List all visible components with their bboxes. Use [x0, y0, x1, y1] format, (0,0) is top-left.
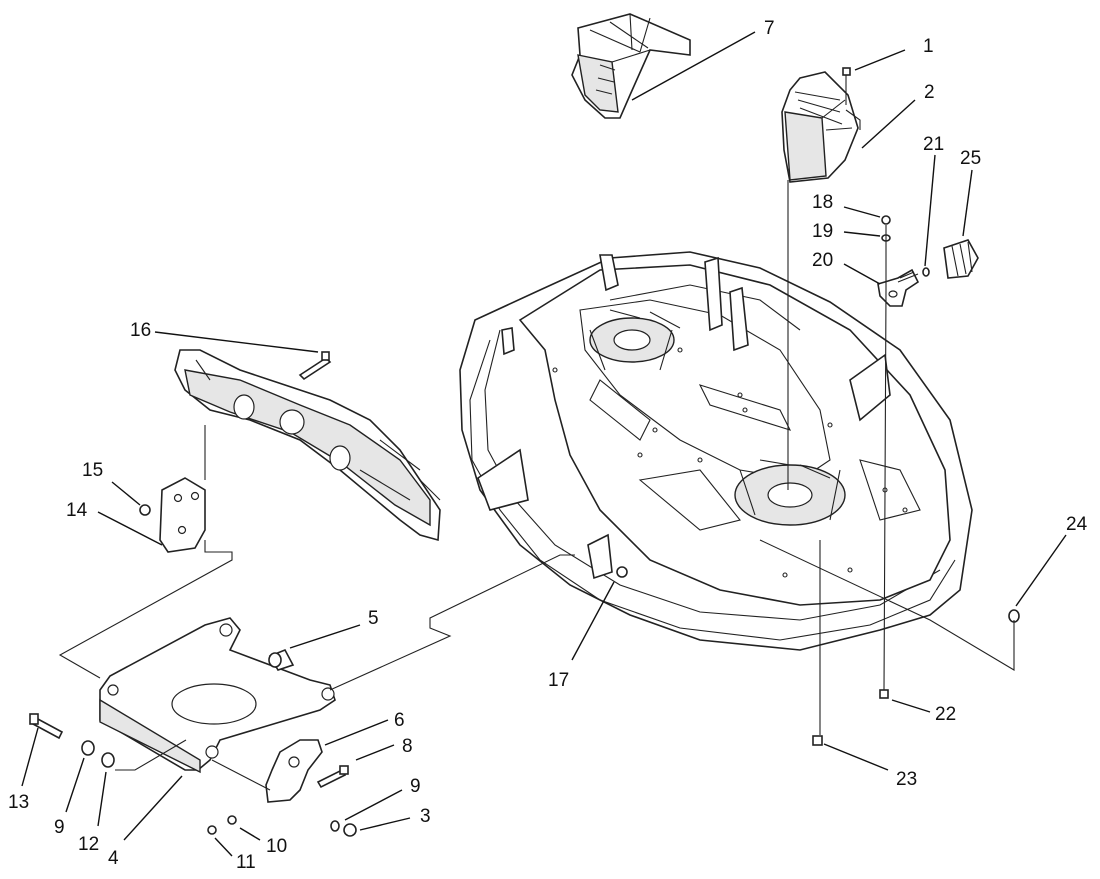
callout-leaders: [21, 31, 1067, 857]
callout-6: 6: [394, 710, 405, 731]
part-2-deflector: [781, 71, 859, 183]
callout-24: 24: [1066, 514, 1088, 535]
part-3-nut: [343, 823, 357, 837]
part-7-chute: [571, 13, 691, 119]
callout-2: 2: [924, 82, 935, 103]
part-25-knob: [943, 239, 979, 279]
callout-3: 3: [420, 806, 431, 827]
callout-11: 11: [236, 852, 256, 873]
assembly-lines: [58, 109, 1015, 791]
part-5-bolt: [268, 648, 295, 671]
part-9-washer: [81, 740, 340, 832]
part-13-bolt: [29, 713, 64, 740]
callout-12: 12: [78, 834, 99, 855]
callout-1: 1: [923, 36, 934, 57]
part-16-lift-arm: [174, 349, 441, 542]
callout-5: 5: [368, 608, 379, 629]
callout-labels: 1 2 7 21 25 18 19 20 16 15 14 5 17 24 22…: [8, 18, 1088, 873]
callout-4: 4: [108, 848, 119, 869]
callout-23: 23: [896, 769, 917, 790]
callout-19: 19: [812, 221, 833, 242]
part-10-washer: [227, 815, 237, 825]
part-6-latch: [265, 739, 323, 803]
part-15-nut: [139, 504, 151, 516]
part-4-hitch-plate: [99, 617, 336, 774]
callout-22: 22: [935, 704, 956, 725]
callout-9-left: 9: [54, 817, 65, 838]
part-18-nut: [881, 215, 891, 225]
part-22-bolt: [879, 689, 889, 699]
part-14-bracket: [159, 477, 206, 553]
callout-14: 14: [66, 500, 88, 521]
callout-9-right: 9: [410, 776, 421, 797]
part-11-nut: [207, 825, 217, 835]
callout-21: 21: [923, 134, 944, 155]
part-12-spacer: [101, 752, 115, 768]
callout-18: 18: [812, 192, 833, 213]
callout-10: 10: [266, 836, 287, 857]
part-1-screw: [842, 67, 851, 105]
part-8-screw: [316, 765, 349, 789]
callout-15: 15: [82, 460, 103, 481]
mower-deck: [459, 251, 973, 651]
callout-25: 25: [960, 148, 981, 169]
callout-20: 20: [812, 250, 833, 271]
callout-17: 17: [548, 670, 569, 691]
callout-13: 13: [8, 792, 29, 813]
callout-7: 7: [764, 18, 775, 39]
part-23-bolt: [812, 735, 823, 746]
callout-8: 8: [402, 736, 413, 757]
callout-16: 16: [130, 320, 151, 341]
part-21-screw: [922, 267, 930, 277]
part-20-bracket: [877, 268, 920, 307]
